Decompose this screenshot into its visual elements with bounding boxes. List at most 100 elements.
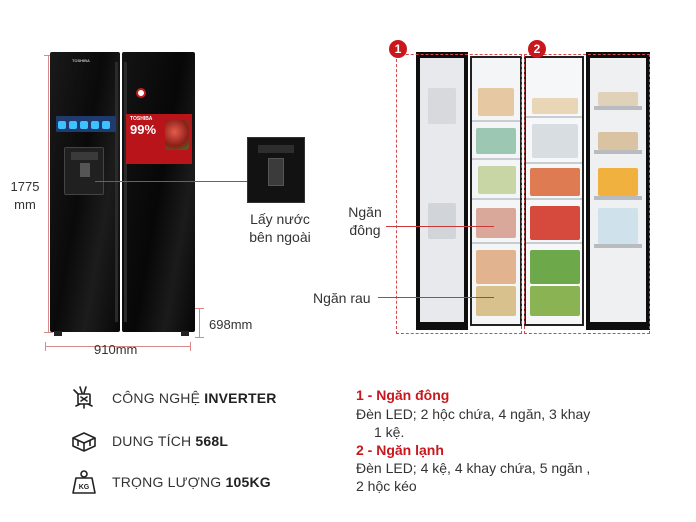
feature-value: 568L [195, 433, 229, 449]
freezer-door-open [416, 52, 468, 330]
dispenser-closeup-image [247, 137, 305, 203]
freezer-spec-line-1: Đèn LED; 2 hộc chứa, 4 ngăn, 3 khay [356, 406, 591, 422]
height-value: 1775 [10, 179, 40, 194]
fridge-door-handle [124, 62, 127, 322]
fridge-section-outline [524, 54, 650, 334]
freezer-label-line-1: Ngăn [348, 204, 382, 220]
control-panel [56, 116, 116, 132]
promo-brand: TOSHIBA [130, 116, 153, 122]
freezer-label: Ngăn đông [346, 203, 384, 239]
freezer-spec-line-2: 1 kệ. [374, 424, 405, 440]
freezer-shelf [472, 198, 520, 200]
freezer-pointer-line [386, 226, 494, 227]
fridge-spec-title: 2 - Ngăn lạnh [356, 442, 444, 458]
vegetable-pointer-line [378, 297, 494, 298]
panel-button-icon [80, 121, 88, 129]
dispenser-callout-text: Lấy nước bên ngoài [240, 210, 320, 246]
circle-badge-icon [136, 88, 146, 98]
width-dimension-label: 910mm [94, 342, 138, 357]
freezer-drawer [476, 286, 516, 316]
feature-capacity: DUNG TÍCH 568L [70, 427, 228, 455]
door-bottles [598, 208, 638, 244]
freezer-number-badge: 1 [389, 40, 407, 58]
freezer-shelf [472, 120, 520, 122]
feature-value: INVERTER [204, 390, 277, 406]
capacity-box-icon [70, 427, 98, 455]
ice-dispenser-unit [428, 88, 456, 124]
fridge-number-badge: 2 [528, 40, 546, 58]
fridge-spec-line-1: Đèn LED; 4 kệ, 4 khay chứa, 5 ngăn , [356, 460, 591, 476]
depth-dimension-cap-top [195, 308, 204, 309]
feature-inverter: CÔNG NGHỆ INVERTER [70, 384, 277, 412]
door-bin [594, 196, 642, 200]
height-dimension-cap-bottom [44, 332, 53, 333]
fridge-shelf [526, 198, 582, 200]
fridge-shelf [526, 116, 582, 118]
food-item [478, 88, 514, 116]
fridge-foot-right [181, 331, 189, 336]
food-item [532, 98, 578, 114]
fridge-shelf [526, 162, 582, 164]
promo-sticker: TOSHIBA 99% [126, 114, 192, 164]
meat-image-icon [165, 120, 189, 150]
weight-kg-icon: KG [70, 468, 98, 496]
height-dimension-cap-top [44, 55, 53, 56]
feature-text: TRỌNG LƯỢNG 105KG [112, 474, 271, 490]
promo-percent: 99% [130, 122, 157, 137]
freezer-drawer [476, 250, 516, 284]
inverter-chip-icon [70, 384, 98, 412]
door-bin [594, 106, 642, 110]
water-dispenser [64, 147, 104, 195]
fridge-door-inner [590, 58, 646, 322]
food-item [476, 208, 516, 238]
food-item [530, 168, 580, 196]
freezer-section-outline [396, 54, 522, 334]
height-unit: mm [14, 197, 36, 212]
callout-line-2: bên ngoài [249, 229, 311, 245]
width-dimension-cap-right [190, 342, 191, 351]
compartment-specs: 1 - Ngăn đông Đèn LED; 2 hộc chứa, 4 ngă… [356, 387, 656, 495]
door-bottles [598, 132, 638, 150]
freezer-door-handle [115, 62, 118, 322]
fridge-foot-left [54, 331, 62, 336]
food-item [476, 128, 516, 154]
depth-dimension-line [195, 308, 204, 338]
dispenser-callout-line [95, 181, 247, 182]
freezer-spec-title: 1 - Ngăn đông [356, 387, 450, 403]
vegetable-drawer-label: Ngăn rau [313, 290, 371, 306]
food-item [532, 124, 578, 158]
fridge-door [122, 52, 195, 332]
feature-weight: KG TRỌNG LƯỢNG 105KG [70, 468, 271, 496]
freezer-door-inner [420, 58, 464, 322]
closeup-panel [258, 145, 294, 153]
depth-dimension-label: 698mm [209, 317, 253, 332]
vegetable-drawer [530, 250, 580, 284]
food-item [530, 206, 580, 240]
fridge-compartment [524, 56, 584, 326]
freezer-label-line-2: đông [349, 222, 381, 238]
feature-label: TRỌNG LƯỢNG [112, 474, 226, 490]
freezer-shelf [472, 158, 520, 160]
height-dimension-label: 1775 mm [6, 178, 44, 214]
depth-dimension-cap-bottom [195, 337, 204, 338]
door-bin [594, 150, 642, 154]
width-dimension-line [45, 342, 191, 351]
feature-label: DUNG TÍCH [112, 433, 196, 449]
food-item [478, 166, 516, 194]
feature-text: DUNG TÍCH 568L [112, 433, 228, 449]
door-bottles [598, 92, 638, 106]
fridge-door-open [586, 52, 650, 330]
freezer-door: TOSHIBA [50, 52, 120, 332]
panel-button-icon [102, 121, 110, 129]
fridge-shelf [526, 242, 582, 244]
fridge-spec-line-2: 2 hộc kéo [356, 478, 417, 494]
brand-logo-left: TOSHIBA [72, 58, 90, 63]
dispenser-panel [71, 152, 98, 160]
fridge-open-image [416, 52, 650, 330]
height-dimension-line [44, 55, 53, 333]
panel-button-icon [69, 121, 77, 129]
fridge-front-image: TOSHIBA TOSHIBA 99% [50, 52, 195, 336]
freezer-shelf [472, 242, 520, 244]
feature-label: CÔNG NGHỆ [112, 390, 205, 406]
closeup-nozzle [268, 158, 284, 186]
